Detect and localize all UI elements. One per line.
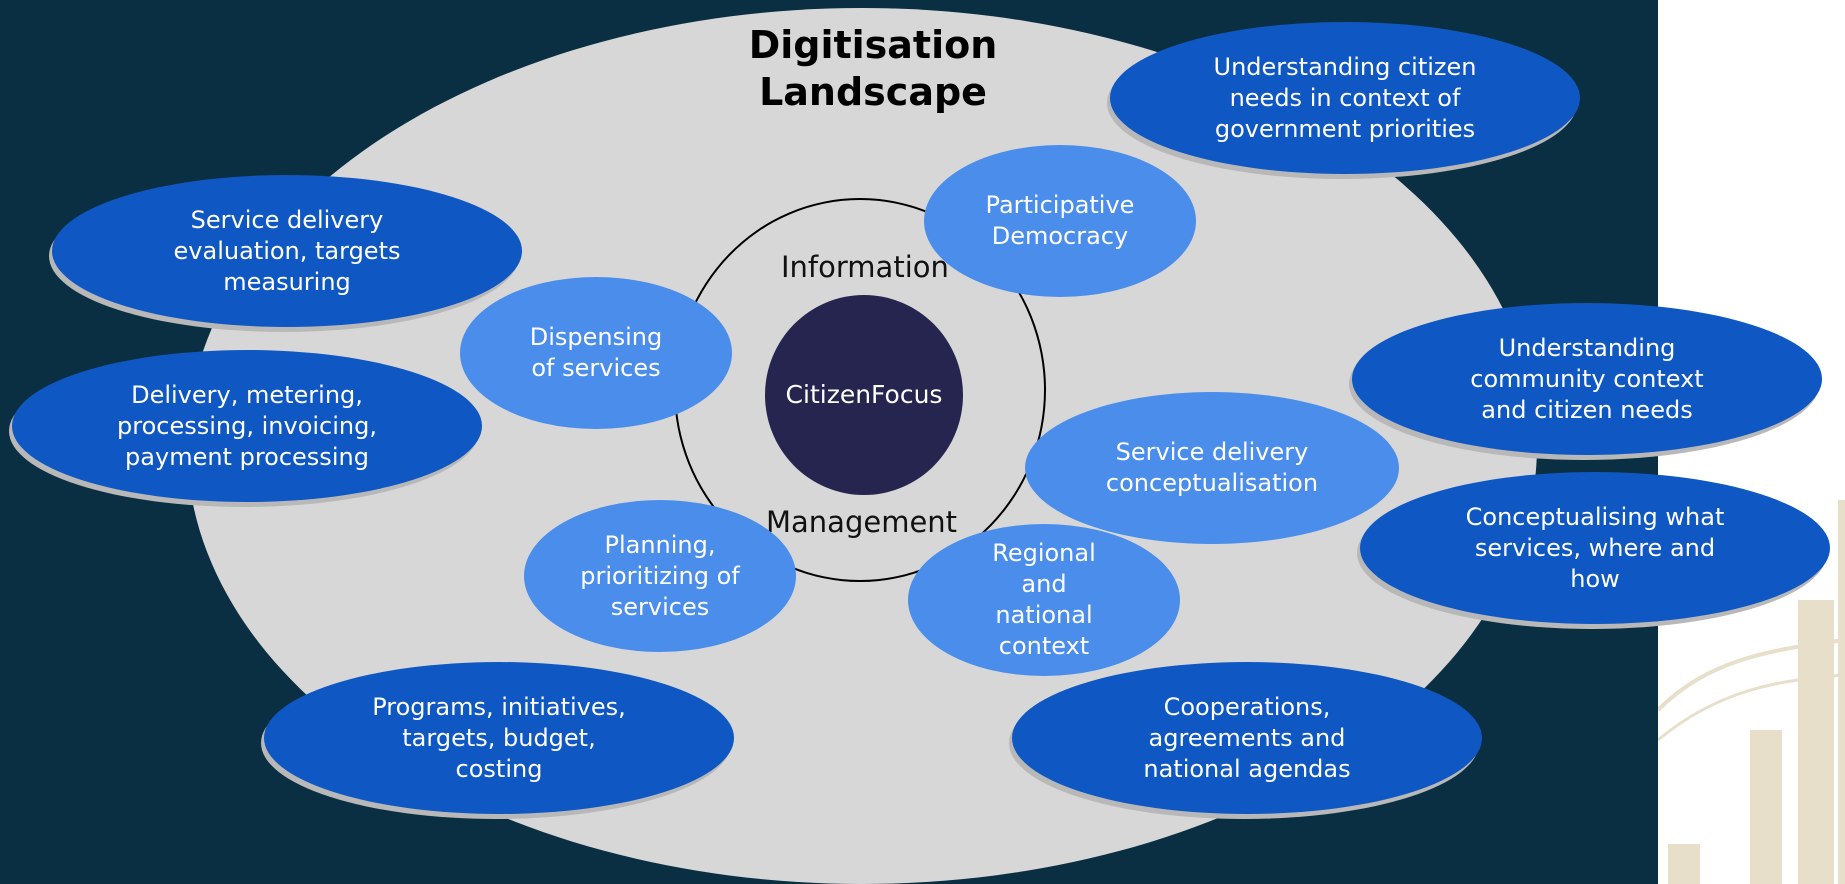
node-label-line: payment processing xyxy=(125,442,369,471)
node-label-line: government priorities xyxy=(1214,114,1476,143)
node-label-line: national xyxy=(995,601,1093,629)
node-label-line: Understanding citizen xyxy=(1213,52,1477,81)
node-label-line: national agendas xyxy=(1143,754,1351,783)
node-label-line: Programs, initiatives, xyxy=(372,692,626,721)
node-label-line: and xyxy=(1021,570,1067,598)
node-label-line: how xyxy=(1570,564,1620,593)
node-label-line: Delivery, metering, xyxy=(131,380,363,409)
node-label-line: conceptualisation xyxy=(1105,469,1319,497)
node-label-line: Democracy xyxy=(991,222,1129,250)
node-label-line: agreements and xyxy=(1148,723,1346,752)
node-label-line: of services xyxy=(531,354,661,382)
node-label-line: Service delivery xyxy=(190,205,384,234)
node-label-line: measuring xyxy=(223,267,351,296)
node-label-line: needs in context of xyxy=(1229,83,1461,112)
node-label-line: services, where and xyxy=(1474,533,1716,562)
node-label-line: services xyxy=(610,592,710,621)
node-label-line: processing, invoicing, xyxy=(117,411,377,440)
title-line: Landscape xyxy=(759,70,987,114)
node-label-line: Participative xyxy=(985,191,1135,219)
node-label-line: costing xyxy=(455,754,543,783)
node-label-line: Citizen xyxy=(785,380,872,409)
node-regional-national-context: Regional and national context xyxy=(908,524,1180,676)
node-label-line: community context xyxy=(1470,364,1704,393)
node-label-line: context xyxy=(998,632,1090,660)
node-label-line: Focus xyxy=(871,380,943,409)
node-programs-initiatives: Programs, initiatives,targets, budget,co… xyxy=(264,662,734,814)
ring-label-information: Information xyxy=(781,250,949,284)
node-label-line: Dispensing xyxy=(529,323,663,351)
node-label-line: prioritizing of xyxy=(580,561,740,590)
node-label-line: evaluation, targets xyxy=(173,236,401,265)
citizen-focus-node: CitizenFocus xyxy=(765,295,963,495)
node-label-line: Regional xyxy=(992,539,1096,567)
node-dispensing-of-services: Dispensing of services xyxy=(460,277,732,429)
ring-label-management: Management xyxy=(766,505,958,539)
title-line: Digitisation xyxy=(748,23,998,67)
node-label-line: and citizen needs xyxy=(1481,395,1693,424)
node-label-line: Cooperations, xyxy=(1163,692,1331,721)
node-service-delivery-conceptualisation: Service delivery conceptualisation xyxy=(1025,392,1399,544)
node-label-line: Service delivery xyxy=(1115,438,1309,466)
node-label-line: Planning, xyxy=(604,530,716,559)
node-label-line: Conceptualising what xyxy=(1465,502,1725,531)
diagram-title: Digitisation Landscape xyxy=(700,22,1046,116)
decorative-bar-graphic xyxy=(1658,500,1845,884)
node-label-line: Understanding xyxy=(1498,333,1676,362)
node-delivery-metering-processing: Delivery, metering,processing, invoicing… xyxy=(12,350,482,502)
node-label-line: targets, budget, xyxy=(402,723,596,752)
